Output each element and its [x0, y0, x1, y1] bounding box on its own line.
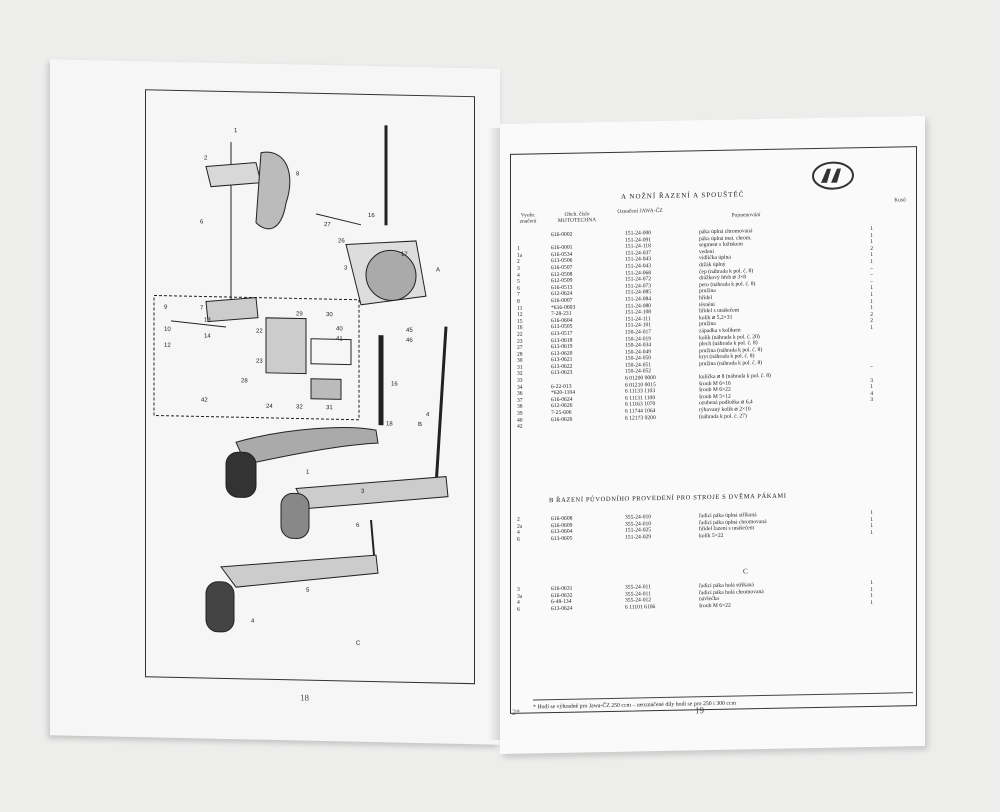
ratchet-gear-part: [365, 249, 417, 301]
left-page: 1 2 8 6 7 16 27 26 17 A 3 40 41 45 46 9: [50, 59, 500, 745]
inset-housing-part: [265, 317, 307, 375]
callout-label: 1: [234, 128, 238, 134]
cell-qty: 1: [870, 529, 873, 536]
cell-jawa: [623, 421, 697, 429]
upper-bracket-part: [205, 162, 262, 188]
callout-label: 2: [204, 156, 208, 162]
section-c-title: C: [743, 567, 748, 576]
callout-label: 42: [201, 397, 208, 403]
callout-label: 27: [324, 222, 331, 228]
callout-label: 7: [200, 305, 204, 311]
inset-lever-part: [170, 320, 227, 328]
cell-position: 6: [517, 606, 520, 613]
pin-part: [315, 213, 362, 226]
diagram-frame: 1 2 8 6 7 16 27 26 17 A 3 40 41 45 46 9: [145, 89, 475, 685]
gear-shaft-b-part: [434, 326, 448, 487]
lever-b-rubber-part: [280, 492, 310, 539]
cell-jawa: 151-24-029: [625, 533, 652, 541]
callout-label: 40: [336, 326, 343, 332]
callout-label: 5: [306, 588, 310, 594]
right-page: A NOŽNÍ ŘAZENÍ A SPOUŠTĚČ Vyobr. značení…: [500, 115, 925, 755]
parts-list-frame: A NOŽNÍ ŘAZENÍ A SPOUŠTĚČ Vyobr. značení…: [510, 146, 917, 714]
cell-jawa: 6 11101 6106: [625, 603, 656, 611]
callout-label: 28: [241, 378, 248, 384]
callout-label: B: [418, 422, 422, 428]
callout-label: 31: [326, 405, 333, 411]
footnote: * Hodí se výhradně pro Jawa-ČZ 250 ccm –…: [533, 692, 913, 711]
callout-label: 18: [386, 421, 393, 427]
callout-label: 30: [326, 312, 333, 318]
callout-label: 3: [344, 265, 348, 271]
callout-label: 8: [296, 171, 300, 177]
cell-position: 42: [517, 423, 523, 430]
cell-objednaci: [549, 422, 623, 430]
callout-label: 14: [204, 334, 211, 340]
callout-label: 46: [406, 338, 413, 344]
cell-position: 6: [517, 536, 520, 543]
callout-label: 4: [251, 618, 255, 624]
callout-label: A: [436, 267, 440, 273]
callout-label: 12: [164, 343, 171, 349]
callout-label: 6: [356, 523, 360, 529]
inset-box: [153, 294, 360, 421]
callout-label: 13: [204, 318, 211, 324]
header-qty: Kusů: [894, 197, 906, 204]
cell-objednaci: 613-0605: [551, 535, 573, 542]
header-objednaci: Obch. číslo MOTOTECHNA: [557, 211, 597, 224]
lever-c-rubber-part: [205, 581, 235, 633]
exploded-parts-diagram: 1 2 8 6 7 16 27 26 17 A 3 40 41 45 46 9: [153, 125, 449, 647]
cell-qty: [851, 417, 875, 424]
kick-lever-part: [235, 427, 379, 465]
jawa-logo-icon: [812, 161, 854, 190]
callout-label: 41: [336, 336, 343, 342]
header-position: Vyobr. značení: [519, 212, 537, 225]
callout-label: 29: [296, 311, 303, 317]
cell-qty: 1: [870, 599, 873, 606]
bolt-part: [370, 519, 375, 556]
callout-label: 9: [164, 305, 168, 311]
callout-label: 1: [306, 470, 310, 476]
callout-label: C: [356, 641, 361, 647]
callout-label: 16: [368, 213, 375, 219]
header-name: Pojmenování: [731, 212, 761, 219]
gear-lever-b-part: [295, 476, 449, 510]
callout-label: 16: [391, 381, 398, 387]
header-jawa: Označení JAWA-ČZ: [617, 207, 663, 215]
cell-objednaci: 613-0624: [551, 605, 573, 612]
inset-ratchet-part: [310, 378, 342, 400]
callout-label: 10: [164, 327, 171, 333]
callout-label: 4: [426, 412, 430, 418]
section-b-title: B ŘAZENÍ PŮVODNÍHO PROVEDENÍ PRO STROJE …: [549, 492, 787, 505]
callout-label: 45: [406, 328, 413, 334]
lower-bracket-part: [205, 297, 259, 323]
callout-label: 3: [361, 489, 365, 495]
gear-lever-c-part: [220, 554, 379, 588]
callout-label: 24: [266, 404, 273, 410]
callout-label: 6: [200, 219, 204, 225]
callout-label: 23: [256, 359, 263, 365]
callout-label: 22: [256, 329, 263, 335]
kick-rubber-part: [225, 451, 257, 498]
section-a-title: A NOŽNÍ ŘAZENÍ A SPOUŠTĚČ: [621, 190, 745, 201]
page-number-left: 18: [300, 692, 309, 703]
page-number-right: 19: [695, 705, 704, 716]
sector-plate-part: [255, 151, 291, 230]
corner-mark: 2*: [512, 707, 520, 717]
callout-label: 26: [338, 238, 345, 244]
callout-label: 32: [296, 404, 303, 410]
inset-spring-part: [310, 338, 352, 366]
callout-label: 17: [401, 252, 408, 258]
